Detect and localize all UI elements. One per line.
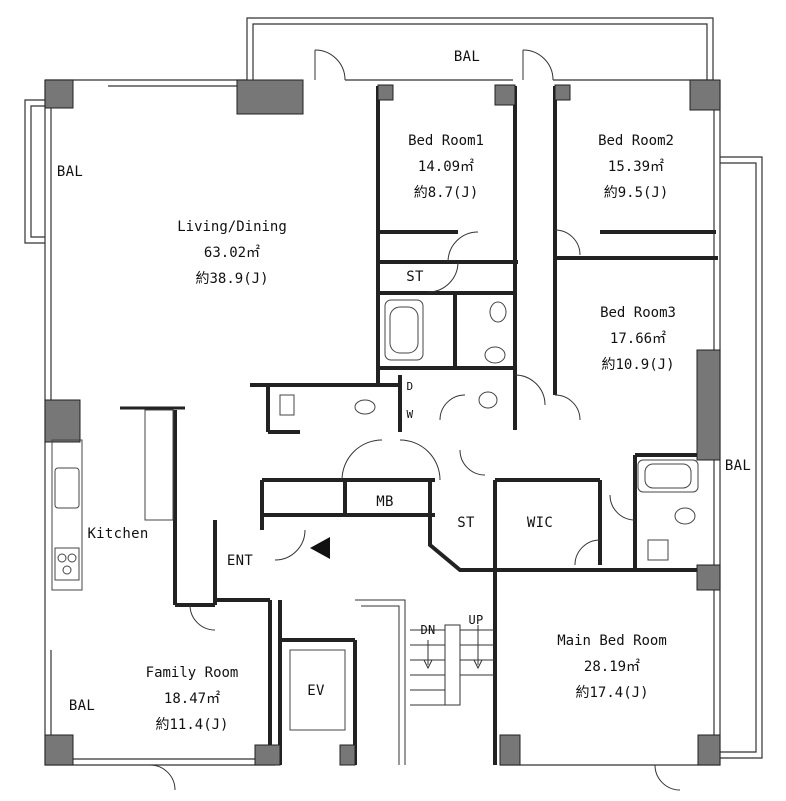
room-area: 18.47㎡ <box>163 691 221 707</box>
balcony-label-left: BAL <box>56 164 84 180</box>
elevator-label: EV <box>307 683 325 699</box>
doors <box>149 49 681 791</box>
stairs-down-label: DN <box>420 623 436 637</box>
room-name: Bed Room1 <box>408 133 484 149</box>
dryer-label: D <box>406 380 414 393</box>
room-bedroom3: Bed Room3 17.66㎡ 約10.9(J) <box>600 300 676 378</box>
entrance-arrow-icon <box>310 537 330 559</box>
fixtures <box>51 299 699 731</box>
room-area: 63.02㎡ <box>203 245 261 261</box>
room-name: Main Bed Room <box>557 633 667 649</box>
room-area: 17.66㎡ <box>609 331 667 347</box>
room-family-room: Family Room 18.47㎡ 約11.4(J) <box>146 660 239 738</box>
room-jo: 約11.4(J) <box>155 717 229 733</box>
wic-label: WIC <box>526 515 554 531</box>
room-main-bedroom: Main Bed Room 28.19㎡ 約17.4(J) <box>557 628 667 706</box>
stairs <box>355 599 495 765</box>
interior-walls <box>173 86 718 765</box>
kitchen-label: Kitchen <box>87 526 149 542</box>
room-name: Bed Room3 <box>600 305 676 321</box>
room-jo: 約8.7(J) <box>413 185 479 201</box>
room-jo: 約17.4(J) <box>575 685 649 701</box>
mb-label: MB <box>376 494 394 510</box>
balcony-label-top: BAL <box>453 49 481 65</box>
room-area: 14.09㎡ <box>417 159 475 175</box>
washer-label: W <box>406 408 414 421</box>
room-jo: 約38.9(J) <box>195 271 269 287</box>
room-living-dining: Living/Dining 63.02㎡ 約38.9(J) <box>177 214 287 292</box>
room-bedroom2: Bed Room2 15.39㎡ 約9.5(J) <box>598 128 674 206</box>
columns <box>44 79 721 766</box>
room-area: 15.39㎡ <box>607 159 665 175</box>
entrance-label: ENT <box>226 553 254 569</box>
storage-label-1: ST <box>406 269 424 285</box>
room-area: 28.19㎡ <box>583 659 641 675</box>
room-name: Living/Dining <box>177 219 287 235</box>
storage-label-2: ST <box>457 515 475 531</box>
room-jo: 約9.5(J) <box>603 185 669 201</box>
room-bedroom1: Bed Room1 14.09㎡ 約8.7(J) <box>408 128 484 206</box>
room-jo: 約10.9(J) <box>601 357 675 373</box>
balcony-label-right: BAL <box>724 458 752 474</box>
room-name: Bed Room2 <box>598 133 674 149</box>
room-name: Family Room <box>145 665 239 681</box>
stairs-up-label: UP <box>468 613 484 627</box>
balcony-label-bottom: BAL <box>68 698 96 714</box>
